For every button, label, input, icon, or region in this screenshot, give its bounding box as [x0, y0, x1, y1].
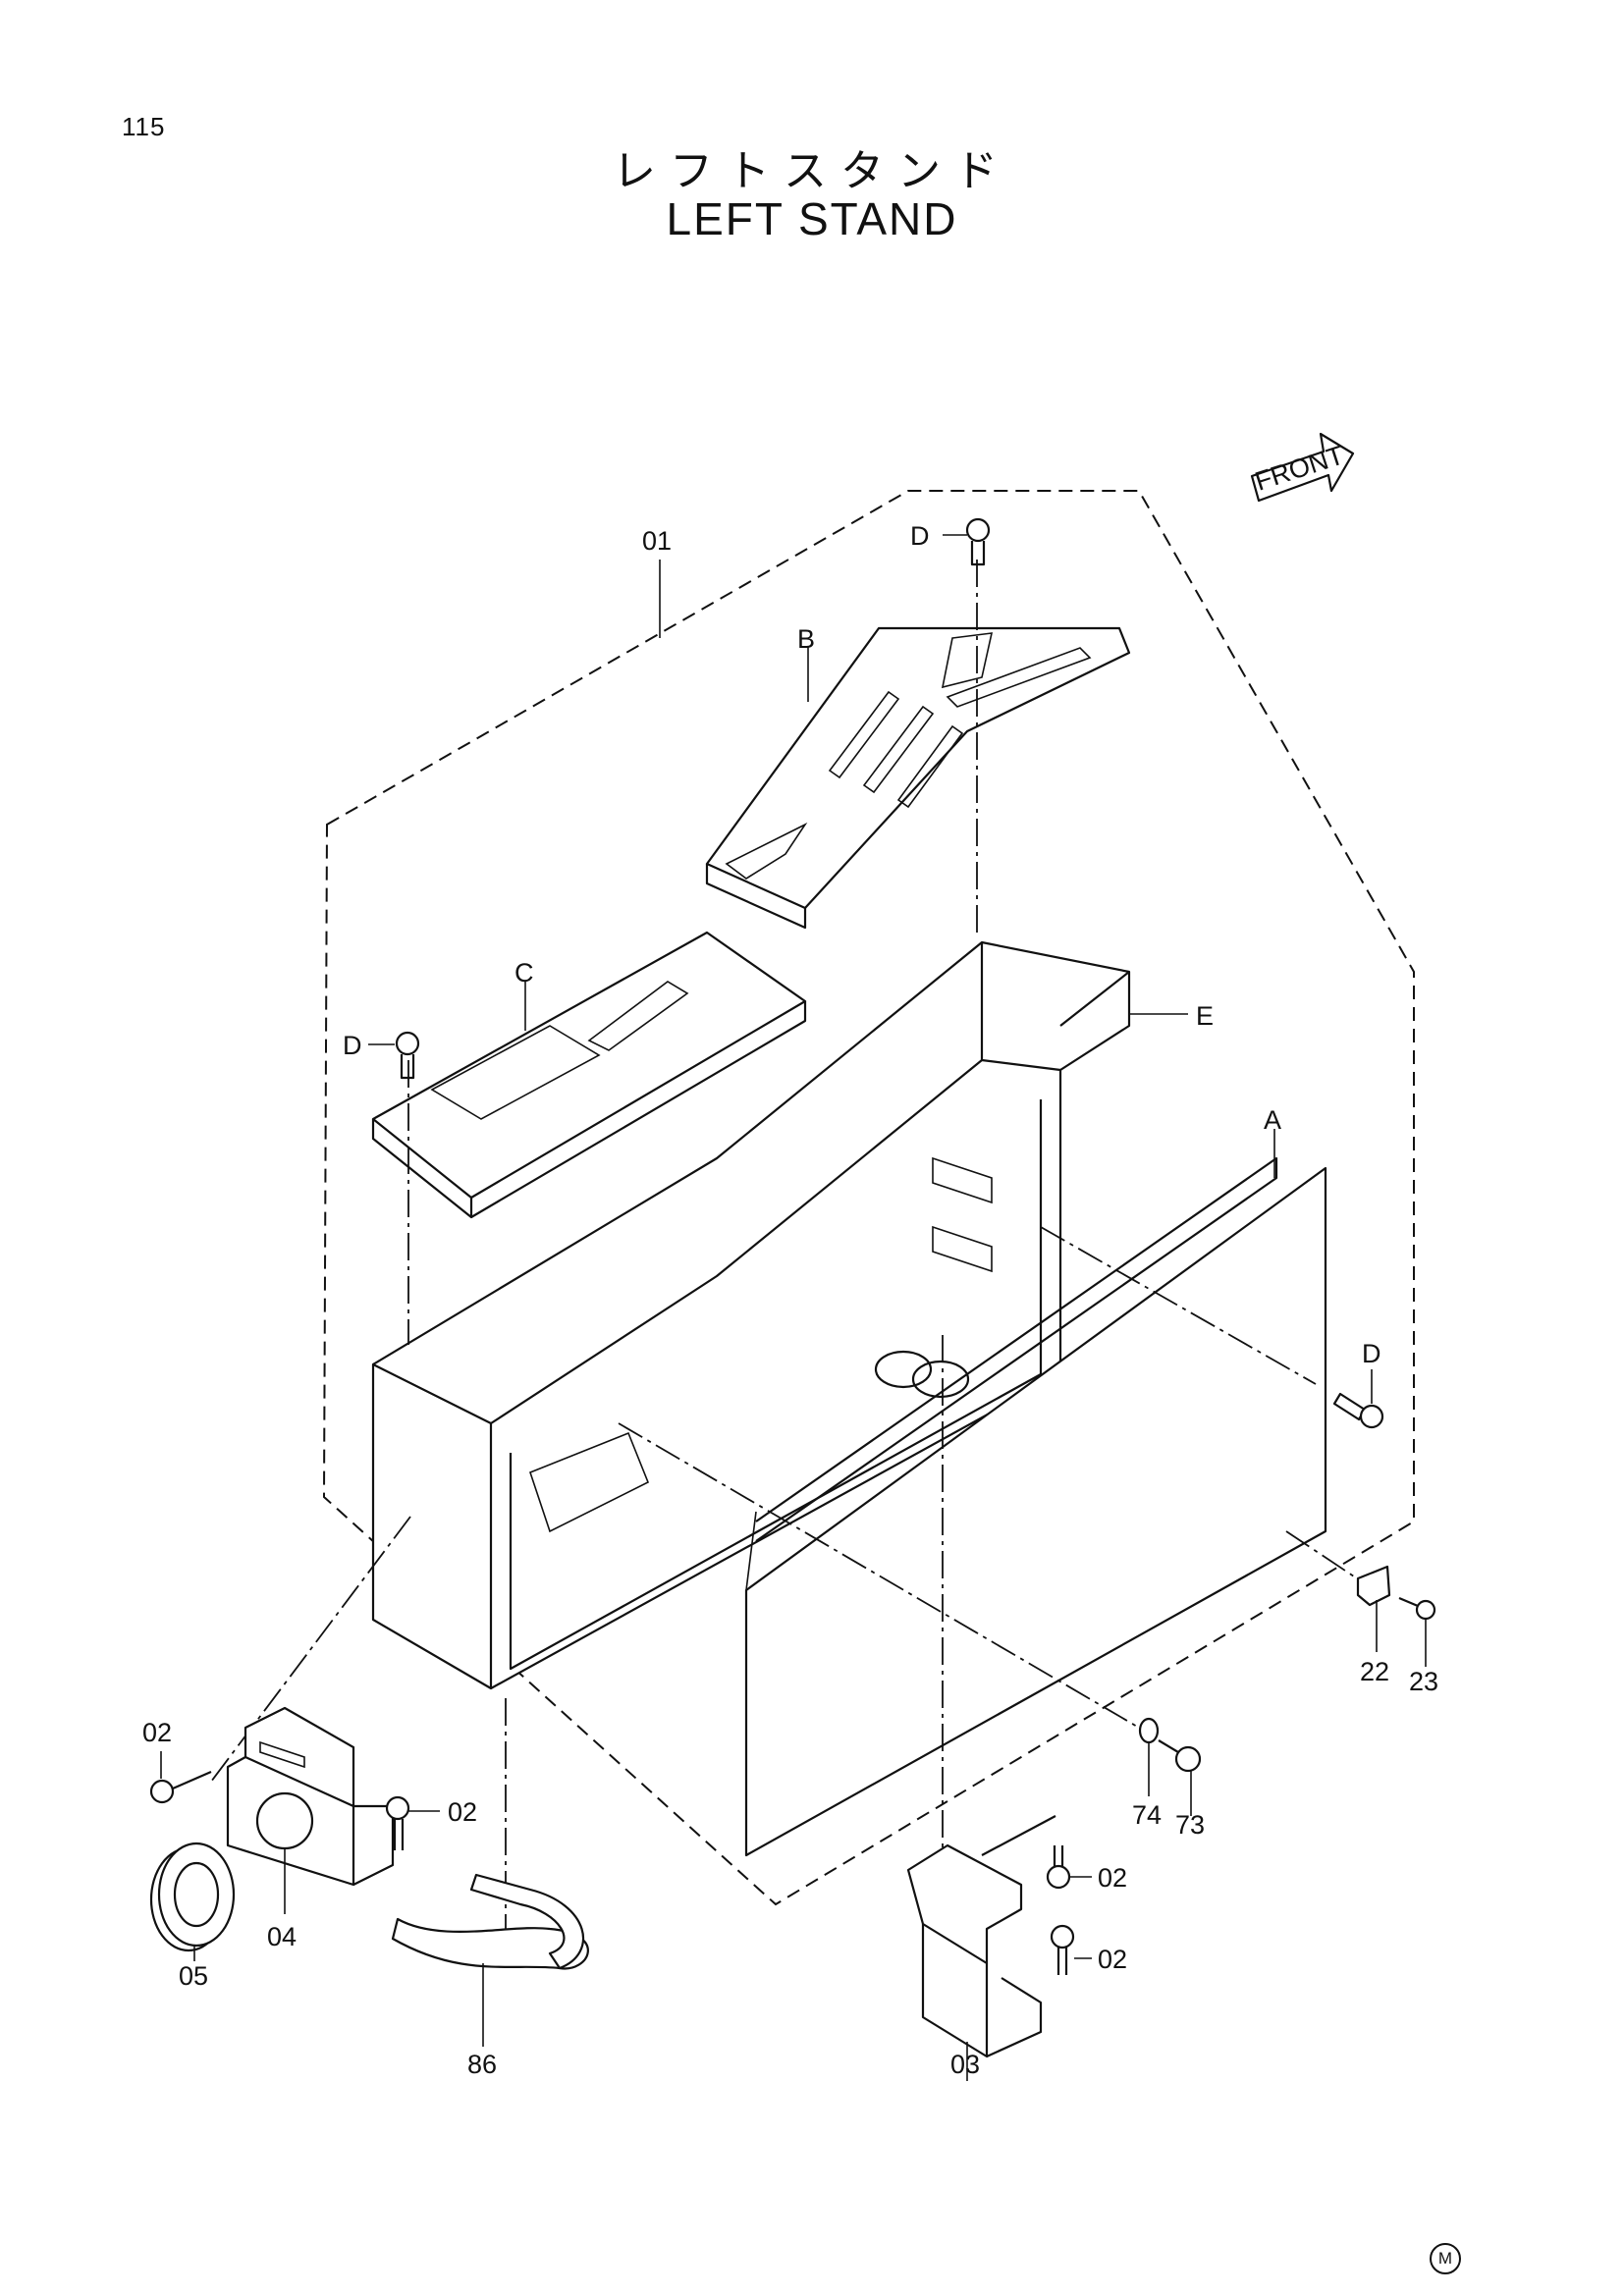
- callout-74: 74: [1132, 1800, 1162, 1830]
- clip-22-icon: [1356, 1565, 1391, 1607]
- bolt-d-top-icon: [965, 517, 991, 566]
- label-d-left: D: [343, 1031, 362, 1060]
- centerline-d-right: [1040, 1226, 1317, 1385]
- bracket-04: [226, 1706, 395, 1887]
- callout-73: 73: [1175, 1810, 1205, 1840]
- bolt-73-icon: [1158, 1739, 1202, 1773]
- callout-04: 04: [267, 1922, 297, 1951]
- callout-02-bracket: 02: [448, 1797, 477, 1827]
- label-e: E: [1196, 1001, 1214, 1031]
- u-seal-86-icon: [391, 1873, 589, 1970]
- main-frame-e: [371, 940, 1131, 1690]
- screw-23-icon: [1398, 1596, 1436, 1621]
- bracket-03: [906, 1815, 1056, 2058]
- front-arrow-icon: FRONT: [1250, 432, 1355, 503]
- grommet-05-icon: [149, 1842, 236, 1952]
- callout-02-upper: 02: [1098, 1863, 1127, 1893]
- centerline-73: [618, 1422, 1140, 1729]
- label-a: A: [1264, 1105, 1281, 1135]
- label-b: B: [797, 624, 815, 654]
- bolt-02-left-icon: [149, 1770, 212, 1804]
- callout-22: 22: [1360, 1657, 1389, 1686]
- washer-74-icon: [1138, 1717, 1160, 1744]
- bolt-d-left-icon: [395, 1031, 420, 1080]
- label-c: C: [514, 958, 534, 988]
- callout-86: 86: [467, 2050, 497, 2079]
- label-d-right: D: [1362, 1339, 1381, 1368]
- bolt-02-upper-icon: [1046, 1845, 1071, 1890]
- callout-02-left: 02: [142, 1718, 172, 1747]
- top-plate-b: [705, 626, 1131, 930]
- label-d-top: D: [910, 521, 930, 551]
- callout-05: 05: [179, 1961, 208, 1991]
- bolt-02-lower-icon: [1050, 1924, 1075, 1975]
- bolt-02-bracket-icon: [385, 1795, 410, 1850]
- centerline-22: [1285, 1530, 1361, 1581]
- centerline-04: [210, 1516, 411, 1783]
- callout-01: 01: [642, 526, 672, 556]
- callout-03: 03: [950, 2050, 980, 2079]
- plate-c: [371, 931, 807, 1219]
- callout-02-lower: 02: [1098, 1945, 1127, 1974]
- title-english: LEFT STAND: [666, 193, 958, 244]
- side-panel-a: [744, 1156, 1327, 1857]
- corner-mark: M: [1430, 2243, 1461, 2274]
- bolt-d-right-icon: [1332, 1392, 1384, 1429]
- callout-23: 23: [1409, 1667, 1438, 1696]
- assembly-boundary: [322, 490, 1415, 1906]
- page-number: 115: [122, 112, 166, 141]
- title-japanese: レフトスタンド: [613, 146, 1011, 196]
